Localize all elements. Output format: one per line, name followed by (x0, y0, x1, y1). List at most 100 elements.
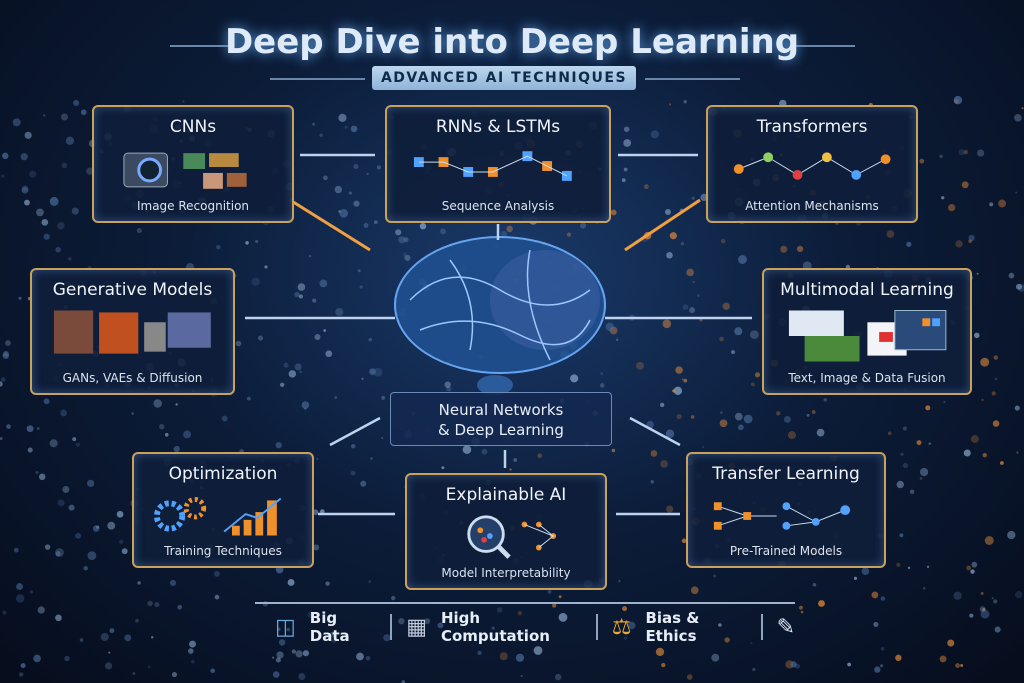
particle-dot (919, 158, 925, 164)
particle-dot (673, 386, 683, 395)
particle-dot (108, 651, 111, 654)
particle-dot (751, 382, 755, 387)
particle-dot (350, 125, 358, 133)
particle-dot (798, 605, 803, 610)
particle-dot (886, 230, 895, 238)
particle-dot (963, 149, 968, 155)
particle-dot (692, 280, 695, 283)
card-generative-models: Generative Models GANs, VAEs & Diffusion (30, 268, 235, 395)
particle-dot (700, 193, 708, 202)
card-multimodal-learning: Multimodal Learning Text, Image & Data F… (762, 268, 972, 395)
particle-dot (699, 318, 703, 322)
particle-dot (509, 468, 512, 471)
database-icon: ◫ (275, 614, 296, 640)
particle-dot (381, 395, 386, 400)
particle-dot (646, 614, 651, 618)
particle-dot (610, 209, 617, 216)
particle-dot (966, 565, 972, 571)
particle-dot (334, 396, 337, 399)
particle-dot (312, 509, 319, 516)
particle-dot (902, 426, 908, 431)
particle-dot (87, 479, 95, 488)
particle-dot (722, 302, 730, 310)
particle-dot (991, 391, 996, 396)
particle-dot (666, 505, 674, 513)
particle-dot (989, 202, 994, 207)
particle-dot (665, 429, 675, 438)
particle-dot (1015, 283, 1022, 290)
particle-dot (18, 296, 22, 300)
page-subtitle: ADVANCED AI TECHNIQUES (372, 66, 636, 90)
particle-dot (159, 424, 165, 430)
particle-dot (925, 405, 931, 411)
particle-dot (235, 340, 242, 347)
particle-dot (880, 664, 884, 668)
particle-dot (404, 254, 411, 261)
particle-dot (861, 567, 870, 576)
particle-dot (20, 153, 28, 161)
footer-rule (255, 602, 795, 604)
subtitle-rule (270, 78, 365, 80)
particle-dot (24, 131, 32, 139)
particle-dot (154, 602, 160, 608)
particle-dot (896, 480, 905, 489)
particle-dot (960, 664, 964, 667)
particle-dot (294, 363, 302, 371)
particle-dot (600, 372, 604, 375)
particle-dot (871, 591, 879, 599)
particle-dot (245, 241, 249, 245)
particle-dot (909, 489, 915, 495)
particle-dot (304, 407, 307, 410)
card-title: Transformers (756, 117, 868, 137)
particle-dot (21, 186, 29, 194)
particle-dot (353, 164, 359, 170)
particle-dot (356, 652, 364, 661)
footer-separator (760, 614, 763, 640)
particle-dot (627, 621, 636, 630)
particle-dot (350, 443, 356, 449)
magnifier-network-icon (467, 515, 556, 559)
particle-dot (20, 663, 26, 669)
particle-dot (44, 544, 51, 550)
particle-dot (75, 532, 82, 539)
particle-dot (928, 442, 932, 445)
particle-dot (623, 167, 628, 172)
chart-edit-icon: ✎ (776, 614, 796, 640)
particle-dot (275, 442, 282, 449)
particle-dot (21, 185, 29, 192)
card-optimization: Optimization Training Techniques (132, 452, 314, 568)
particle-dot (398, 236, 406, 244)
particle-dot (816, 428, 825, 437)
particle-dot (325, 581, 330, 586)
particle-dot (724, 637, 730, 643)
particle-dot (790, 661, 797, 668)
particle-dot (982, 452, 987, 458)
particle-dot (993, 355, 999, 360)
particle-dot (664, 208, 671, 215)
card-rnns-lstms: RNNs & LSTMs Sequence Analysis (385, 105, 611, 223)
particle-dot (621, 178, 626, 183)
particle-dot (1014, 405, 1020, 411)
particle-dot (520, 674, 523, 678)
particle-dot (968, 234, 975, 242)
particle-dot (719, 419, 728, 428)
particle-dot (73, 99, 80, 106)
particle-dot (847, 662, 852, 667)
scales-icon: ⚖ (611, 614, 632, 640)
particle-dot (1000, 461, 1004, 465)
particle-dot (713, 574, 716, 578)
particle-dot (283, 362, 289, 368)
particle-dot (718, 623, 722, 627)
center-node-neural-networks: Neural Networks & Deep Learning (390, 392, 612, 446)
media-windows-icon (788, 310, 946, 362)
particle-dot (446, 386, 452, 392)
particle-dot (623, 139, 632, 147)
card-title: Optimization (168, 464, 278, 484)
particle-dot (419, 222, 427, 230)
particle-dot (55, 246, 61, 253)
card-caption: Sequence Analysis (441, 199, 555, 213)
footer-separator (595, 614, 598, 640)
particle-dot (491, 626, 495, 630)
particle-dot (43, 114, 46, 117)
particle-dot (316, 457, 319, 461)
